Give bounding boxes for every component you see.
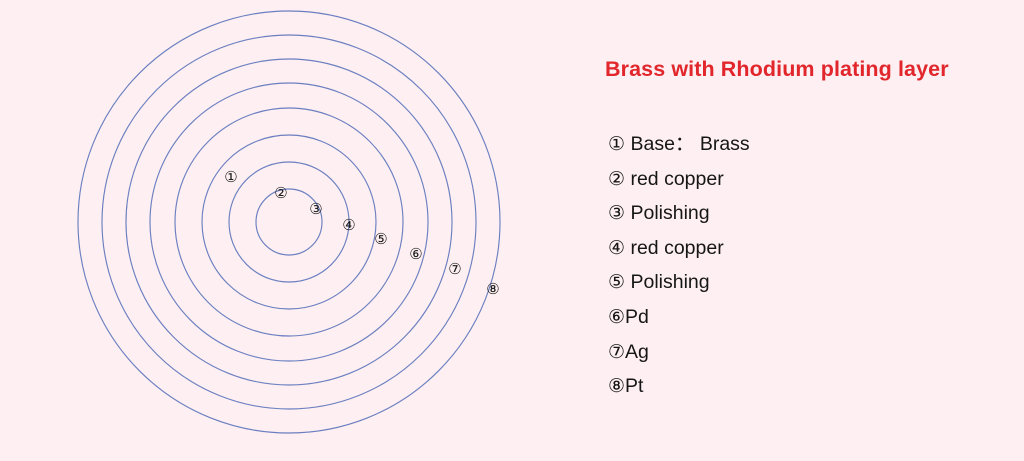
legend-item-8: ⑧Pt <box>608 369 750 404</box>
ring-number-label-8: ⑧ <box>486 282 499 298</box>
legend-label-2: red copper <box>625 167 724 190</box>
layer-ring-7 <box>101 34 477 410</box>
concentric-rings-svg: ① ② ③ ④ ⑤ ⑥ ⑦ ⑧ <box>77 10 501 434</box>
legend-item-2: ② red copper <box>608 162 750 197</box>
legend-item-1: ① Base： Brass <box>608 127 750 162</box>
legend-marker-3: ③ <box>608 202 626 225</box>
ring-number-label-7: ⑦ <box>448 262 461 278</box>
layer-ring-1 <box>255 188 323 256</box>
layer-ring-4 <box>174 107 404 337</box>
legend-label-5: Polishing <box>625 271 710 294</box>
legend-marker-6: ⑥ <box>608 305 626 328</box>
legend-marker-4: ④ <box>608 236 626 259</box>
legend-marker-7: ⑦ <box>608 340 626 363</box>
layer-ring-5 <box>149 82 429 362</box>
page-title: Brass with Rhodium plating layer <box>605 57 949 81</box>
legend-label-4: red copper <box>625 236 724 259</box>
layer-ring-3 <box>201 134 377 310</box>
ring-number-label-1: ① <box>224 170 237 186</box>
layer-cross-section-diagram: ① ② ③ ④ ⑤ ⑥ ⑦ ⑧ <box>77 10 501 434</box>
ring-number-label-5: ⑤ <box>374 232 387 248</box>
legend-marker-5: ⑤ <box>608 271 626 294</box>
layer-ring-8 <box>77 10 501 434</box>
ring-number-label-3: ③ <box>309 202 322 218</box>
legend-marker-8: ⑧ <box>608 375 626 398</box>
legend-item-4: ④ red copper <box>608 231 750 266</box>
ring-number-label-4: ④ <box>342 218 355 234</box>
legend-item-3: ③ Polishing <box>608 196 750 231</box>
legend-item-7: ⑦Ag <box>608 335 750 370</box>
legend-marker-2: ② <box>608 167 626 190</box>
legend-label-7: Ag <box>625 340 649 363</box>
legend-marker-1: ① <box>608 133 626 155</box>
ring-number-labels-group: ① ② ③ ④ ⑤ ⑥ ⑦ ⑧ <box>224 170 499 298</box>
ring-paths-group <box>77 10 501 434</box>
legend-label-6: Pd <box>625 305 649 328</box>
layer-ring-2 <box>228 161 350 283</box>
ring-number-label-2: ② <box>274 186 287 202</box>
legend-item-5: ⑤ Polishing <box>608 265 750 300</box>
caption-panel: Brass with Rhodium plating layer ① Base：… <box>605 0 1024 461</box>
legend-label-3: Polishing <box>625 202 710 225</box>
ring-number-label-6: ⑥ <box>409 247 422 263</box>
legend-label-8: Pt <box>625 375 644 398</box>
layer-ring-6 <box>125 58 453 386</box>
legend-item-6: ⑥Pd <box>608 300 750 335</box>
legend-label-1: Base： Brass <box>625 133 750 155</box>
